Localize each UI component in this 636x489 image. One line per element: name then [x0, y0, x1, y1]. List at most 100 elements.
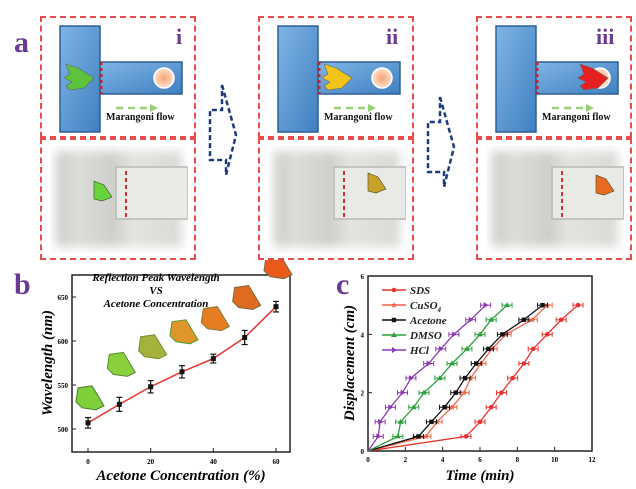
chart-b-point [179, 369, 185, 375]
chart-c-ytick-label: 4 [361, 331, 365, 339]
chart-c-point [436, 375, 443, 381]
chart-c-point [449, 360, 455, 366]
chart-c-ytick-label: 2 [361, 390, 365, 398]
chart-c-xtick-label: 10 [551, 456, 559, 464]
chart-c-point [463, 434, 469, 439]
marangoni-flow-label: Marangoni flow [106, 112, 175, 123]
chart-c-point [540, 302, 545, 308]
chart-c-point [575, 302, 581, 308]
chart-c-point [451, 331, 457, 338]
photo-channel [115, 166, 188, 220]
marangoni-flow-label: Marangoni flow [324, 112, 393, 123]
stage-diagram-frame [258, 16, 414, 138]
chart-c-point [504, 302, 511, 308]
channel-diagram [495, 25, 619, 133]
panel-label-c: c [336, 268, 350, 301]
chart-c-point [477, 331, 483, 337]
chart-c-point [521, 361, 527, 366]
marangoni-flow-label: Marangoni flow [542, 112, 611, 123]
chart-b-point [116, 401, 122, 407]
chart-b-xtick-label: 40 [210, 458, 218, 466]
legend-label: Acetone [409, 315, 447, 327]
stage-label: ii [386, 24, 399, 49]
legend-label: CuSO4 [410, 300, 442, 314]
chart-b-ytick-label: 500 [58, 426, 69, 434]
chart-b-title-line-3: Acetone Concentration [103, 298, 209, 310]
chart-c-xlabel: Time (min) [445, 468, 514, 484]
chart-c-ylabel: Displacement (cm) [342, 305, 358, 422]
chart-c-xtick-label: 2 [404, 456, 408, 464]
photo-overlay [93, 166, 188, 220]
chart-b-ytick-label: 550 [58, 382, 69, 390]
chart-c-point [421, 389, 427, 395]
chart-c-point [429, 419, 434, 425]
chart-b-ytick-label: 650 [58, 294, 69, 302]
channel-diagram [59, 25, 183, 133]
stage-diagram-frame [476, 16, 632, 138]
chart-c-point [486, 346, 491, 352]
legend-label: HCl [409, 345, 430, 357]
chart-b-robot-inset [232, 284, 262, 310]
chart-b-robot-inset [263, 260, 293, 280]
chart-c-point [422, 433, 429, 440]
chart-c-point [453, 390, 458, 395]
fish-robot-icon [63, 63, 95, 91]
stage-arrow-2 [426, 96, 456, 188]
photo-robot [367, 172, 387, 194]
chart-c-point [438, 345, 444, 352]
chart-c-point [463, 345, 470, 351]
chart-b-plot-frame [71, 274, 291, 453]
chart-b-robot-inset [169, 319, 199, 345]
chart-b-point [242, 334, 248, 340]
chart-c-series-hcl [367, 302, 492, 452]
chart-b-xtick-label: 20 [147, 458, 155, 466]
stage-photo-frame [258, 138, 414, 260]
chart-c-series-dmso [367, 302, 513, 452]
chart-c-point [397, 418, 404, 424]
chart-c-point [442, 405, 447, 410]
chart-b-robot-inset [75, 385, 105, 411]
chart-b-title-line-2: VS [149, 285, 162, 297]
chart-c-point [462, 375, 468, 381]
chart-b-ytick-label: 600 [58, 338, 69, 346]
chart-b-xtick-label: 60 [273, 458, 281, 466]
chart-c-point [391, 302, 397, 308]
stage-diagram-frame [40, 16, 196, 138]
chart-c-point [467, 375, 474, 382]
photo-channel [551, 166, 624, 220]
legend-label-subscript: 4 [437, 306, 442, 314]
chart-c-xtick-label: 12 [589, 456, 597, 464]
panel-label-a: a [14, 26, 29, 59]
chart-c-point [376, 433, 382, 440]
chart-c-point [408, 375, 414, 382]
legend-label: DMSO [409, 330, 442, 342]
photo-robot [93, 180, 113, 202]
chart-c-point [488, 316, 495, 322]
chart-b-title-line-1: Reflection Peak Wavelength [91, 272, 219, 284]
chart-c-point [488, 404, 494, 410]
chart-c-xtick-label: 6 [478, 456, 482, 464]
chart-c-point [483, 302, 489, 309]
chart-c-point [449, 404, 455, 411]
panel-label-b: b [14, 268, 31, 301]
chart-b-robot-inset [138, 334, 168, 360]
flow-arrow-head-icon [368, 104, 376, 112]
chart-c-point [426, 360, 432, 367]
stage-label: iii [596, 24, 615, 49]
stage-arrow-1 [208, 84, 238, 176]
chart-b-point [273, 304, 279, 310]
chart-b-point [85, 420, 91, 426]
chart-c-point [558, 317, 564, 323]
surfactant-droplet [371, 67, 393, 89]
chart-c-point [394, 433, 401, 439]
chart-b-xlabel: Acetone Concentration (%) [95, 468, 265, 484]
stage-photo-frame [40, 138, 196, 260]
photo-overlay [333, 166, 406, 220]
chart-c-ytick-label: 0 [361, 448, 365, 456]
chart-c-point [391, 287, 397, 293]
photo-overlay [551, 166, 624, 220]
chart-c-point [392, 347, 397, 353]
